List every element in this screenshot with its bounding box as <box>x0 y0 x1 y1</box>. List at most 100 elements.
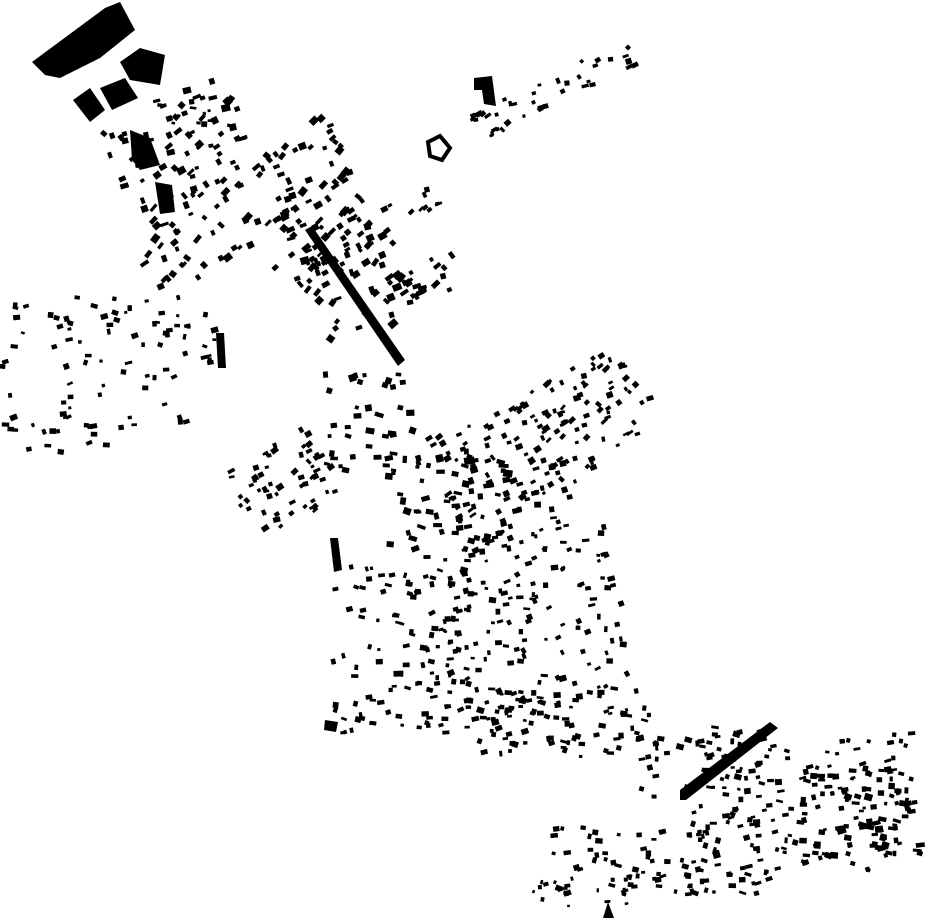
building <box>560 486 569 494</box>
building <box>810 772 818 780</box>
building <box>169 238 179 247</box>
building <box>442 730 450 735</box>
building <box>576 866 584 872</box>
building <box>597 689 605 696</box>
building <box>586 662 592 667</box>
building <box>503 578 511 585</box>
building <box>464 558 471 563</box>
building <box>544 470 550 477</box>
building <box>243 497 251 505</box>
building <box>596 362 604 370</box>
building <box>520 401 530 410</box>
building <box>894 787 901 796</box>
building <box>1 358 10 365</box>
building <box>539 879 544 885</box>
building <box>684 784 689 789</box>
building <box>212 143 221 151</box>
building <box>686 831 693 838</box>
building <box>165 114 174 123</box>
building <box>476 706 485 715</box>
building <box>589 463 598 472</box>
building <box>300 443 307 450</box>
building <box>479 548 486 555</box>
building <box>9 413 19 422</box>
building <box>484 471 491 479</box>
building <box>615 398 623 407</box>
building <box>270 445 280 455</box>
building <box>757 858 764 863</box>
building <box>384 272 395 282</box>
building <box>730 738 735 745</box>
building <box>783 748 791 754</box>
building <box>452 648 458 655</box>
building <box>344 246 351 253</box>
building <box>414 588 421 595</box>
building <box>354 716 362 724</box>
building <box>369 289 378 295</box>
building <box>521 638 528 643</box>
building <box>848 768 857 774</box>
building <box>451 530 459 536</box>
building <box>704 830 710 836</box>
building <box>421 204 429 211</box>
building <box>157 241 165 250</box>
building <box>623 670 631 678</box>
building <box>65 337 74 343</box>
building <box>184 130 193 140</box>
building <box>387 430 397 437</box>
building <box>501 543 508 549</box>
building <box>528 720 534 726</box>
building <box>290 467 299 476</box>
building <box>578 754 583 759</box>
building <box>883 758 892 764</box>
building <box>610 582 617 588</box>
building <box>459 568 467 575</box>
building <box>199 95 206 101</box>
building <box>377 648 381 652</box>
building <box>386 541 395 548</box>
building <box>462 440 469 447</box>
building <box>278 523 284 529</box>
building <box>474 686 480 693</box>
building <box>572 863 581 872</box>
building <box>328 450 335 457</box>
building <box>699 868 704 873</box>
building <box>245 505 252 512</box>
building <box>214 178 221 185</box>
building <box>330 182 340 191</box>
building <box>507 596 513 600</box>
building <box>66 381 74 387</box>
building <box>581 83 590 89</box>
building <box>62 362 70 371</box>
building <box>533 489 540 495</box>
building <box>903 743 909 749</box>
building <box>624 57 633 66</box>
building <box>144 373 150 379</box>
building <box>673 889 678 894</box>
building <box>57 448 65 456</box>
building <box>610 686 619 691</box>
building <box>402 455 408 464</box>
building <box>699 744 706 749</box>
building <box>706 785 714 790</box>
building <box>189 185 198 193</box>
building <box>159 221 170 228</box>
building <box>570 876 574 881</box>
building <box>679 857 685 863</box>
building <box>494 112 499 117</box>
building <box>420 494 431 503</box>
building <box>322 145 328 151</box>
building <box>576 73 582 80</box>
building <box>490 731 497 738</box>
building <box>540 457 547 464</box>
building <box>303 429 313 439</box>
building <box>416 725 422 730</box>
building <box>456 513 464 520</box>
building <box>507 714 512 718</box>
building <box>162 367 170 372</box>
building <box>344 252 351 259</box>
building <box>542 881 549 887</box>
building <box>514 554 520 560</box>
building <box>799 802 808 807</box>
building <box>525 613 534 621</box>
